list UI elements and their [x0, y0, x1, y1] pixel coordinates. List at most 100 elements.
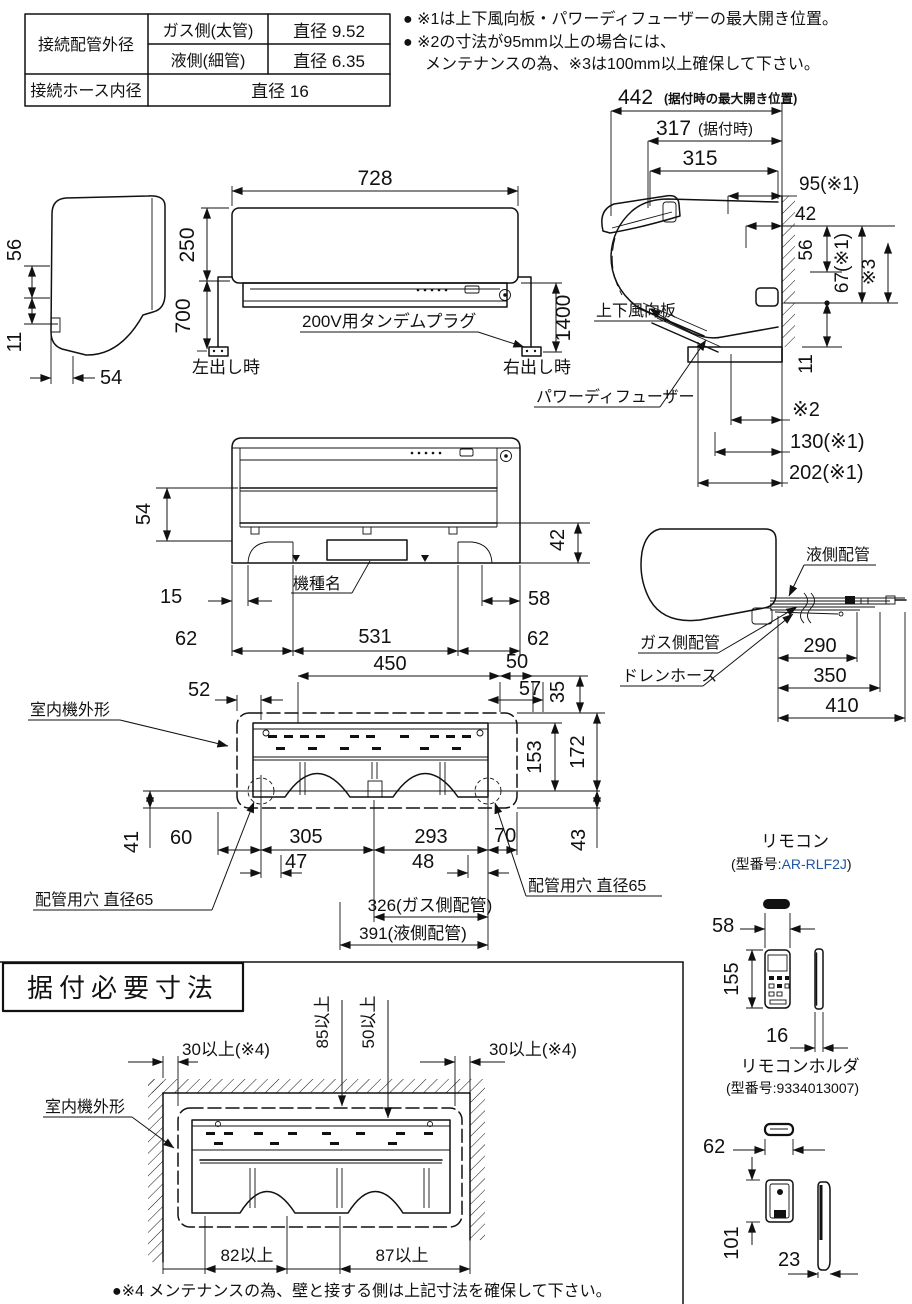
label-liquid-pipe: 液側配管: [806, 546, 870, 564]
spec-gas-value: 直径 9.52: [293, 22, 365, 41]
dim-85: 85以上: [313, 996, 332, 1049]
wall-side-view: 442 (据付時の最大開き位置) 317 (据付時) 315 95(※1) 42…: [534, 86, 898, 488]
remote-model-code: AR-RLF2J: [782, 856, 847, 872]
indoor-unit-outline-dashed: [177, 1107, 463, 1228]
remote-model-suffix: ): [847, 856, 852, 872]
dim-82: 82以上: [221, 1246, 274, 1265]
dim-95: 95(※1): [799, 174, 859, 195]
dim-47: 47: [285, 851, 307, 873]
dim-11-left: 11: [4, 332, 26, 353]
holder-title: リモコンホルダ: [741, 1057, 860, 1076]
dim-155: 155: [721, 962, 743, 995]
dim-56-left: 56: [4, 239, 26, 261]
notes: ● ※1は上下風向板・パワーディフューザーの最大開き位置。 ● ※2の寸法が95…: [403, 9, 838, 73]
side-view-small: 56 11 54: [4, 195, 166, 389]
dim-23: 23: [778, 1249, 800, 1271]
dim-293: 293: [414, 826, 447, 848]
dim-202: 202(※1): [789, 462, 864, 484]
dim-58: 58: [528, 588, 550, 610]
dim-305: 305: [289, 826, 322, 848]
dim-317-note: (据付時): [698, 121, 753, 138]
dim-450: 450: [373, 653, 406, 675]
remote-buttons: [768, 976, 790, 1005]
dim-35: 35: [547, 681, 569, 703]
dim-1400: 1400: [552, 295, 575, 342]
dim-s3: ※3: [859, 259, 880, 286]
front-view: 728 250 700 1400 左出し時 右出し時 200V用タンデムプラグ: [172, 167, 575, 377]
dim-130: 130(※1): [790, 431, 865, 453]
dim-s2: ※2: [792, 399, 820, 421]
dim-391: 391(液側配管): [359, 924, 467, 943]
remote-model: (型番号:AR-RLF2J): [731, 856, 852, 872]
pipe-side-view: 液側配管 ガス側配管 ドレンホース 290 350 410: [620, 528, 907, 723]
dim-531: 531: [358, 626, 391, 648]
dim-41: 41: [121, 831, 143, 853]
dim-30-right: 30以上(※4): [489, 1040, 577, 1059]
dim-54-left: 54: [100, 367, 122, 389]
dim-42-wall: 42: [795, 204, 816, 225]
label-model-name: 機種名: [293, 575, 341, 593]
spec-table: 接続配管外径 ガス側(太管) 直径 9.52 液側(細管) 直径 6.35 接続…: [24, 13, 391, 107]
installation-section: 据付必要寸法 30以上(※4) 30以上(※4) 85以上 50以上 室内機外形: [0, 961, 684, 1304]
dim-56-wall: 56: [796, 239, 817, 260]
dim-728: 728: [357, 167, 392, 190]
dim-60: 60: [170, 827, 192, 849]
dim-67: 67(※1): [832, 233, 853, 293]
dim-172: 172: [567, 735, 589, 768]
spec-gas-label: ガス側(太管): [163, 22, 254, 40]
mounting-plate-view: 室内機外形 450 50 52 57 35 153 172 41 43 60 3…: [28, 651, 662, 950]
plate-details: [253, 728, 488, 798]
dim-15: 15: [160, 586, 182, 608]
remote-control: リモコン (型番号:AR-RLF2J) 58 155 16: [712, 832, 852, 1053]
spec-pipe-od-label: 接続配管外径: [38, 36, 134, 54]
remote-title: リモコン: [761, 832, 829, 851]
note-1: ● ※1は上下風向板・パワーディフューザーの最大開き位置。: [403, 9, 838, 28]
dim-442: 442: [618, 86, 653, 109]
dim-16: 16: [766, 1025, 788, 1047]
dim-442-note: (据付時の最大開き位置): [664, 91, 797, 106]
label-pipe-hole-right: 配管用穴 直径65: [528, 877, 646, 895]
label-tandem-plug: 200V用タンデムプラグ: [302, 311, 476, 331]
dim-50: 50: [506, 651, 528, 673]
dim-62-left: 62: [175, 628, 197, 650]
dim-700: 700: [172, 298, 195, 333]
spec-liquid-label: 液側(細管): [171, 52, 246, 70]
model-name-box: [326, 539, 408, 561]
label-right-exit: 右出し時: [503, 358, 571, 377]
indoor-unit-outline-dashed: [236, 712, 518, 809]
indicator-dots: [416, 288, 448, 292]
dim-350: 350: [813, 665, 846, 687]
spec-liquid-value: 直径 6.35: [293, 52, 365, 71]
dim-250: 250: [176, 227, 199, 262]
dim-410: 410: [825, 695, 858, 717]
dim-52: 52: [188, 679, 210, 701]
spec-hose-value: 直径 16: [251, 82, 309, 101]
dim-30-left: 30以上(※4): [182, 1040, 270, 1059]
dim-87: 87以上: [376, 1246, 429, 1265]
dim-42-rear: 42: [547, 529, 569, 551]
note-3: メンテナンスの為、※3は100mm以上確保して下さい。: [425, 55, 820, 73]
dim-62-holder: 62: [703, 1136, 725, 1158]
dim-290: 290: [803, 635, 836, 657]
wall-shelf-hatch: [687, 346, 783, 363]
label-gas-pipe: ガス側配管: [640, 634, 720, 652]
dim-43: 43: [568, 829, 590, 851]
right-wall-hatch: [470, 1093, 485, 1240]
dim-57: 57: [519, 678, 541, 700]
holder-model: (型番号:9334013007): [726, 1080, 859, 1096]
dim-48: 48: [412, 851, 434, 873]
indicator-dots: [410, 451, 442, 455]
section-title: 据付必要寸法: [27, 973, 219, 1003]
dim-317: 317: [656, 117, 691, 140]
dim-54-rear: 54: [133, 503, 155, 525]
install-footnote: ●※4 メンテナンスの為、壁と接する側は上記寸法を確保して下さい。: [112, 1281, 612, 1300]
top-wall-hatch: [148, 1079, 485, 1093]
dim-101: 101: [721, 1226, 743, 1259]
remote-model-prefix: (型番号:: [731, 856, 782, 872]
section-title-box: [1, 961, 245, 1013]
unit-rear-drawing: [191, 1119, 451, 1214]
dim-11-wall: 11: [796, 354, 817, 374]
label-drain-hose: ドレンホース: [622, 668, 717, 685]
